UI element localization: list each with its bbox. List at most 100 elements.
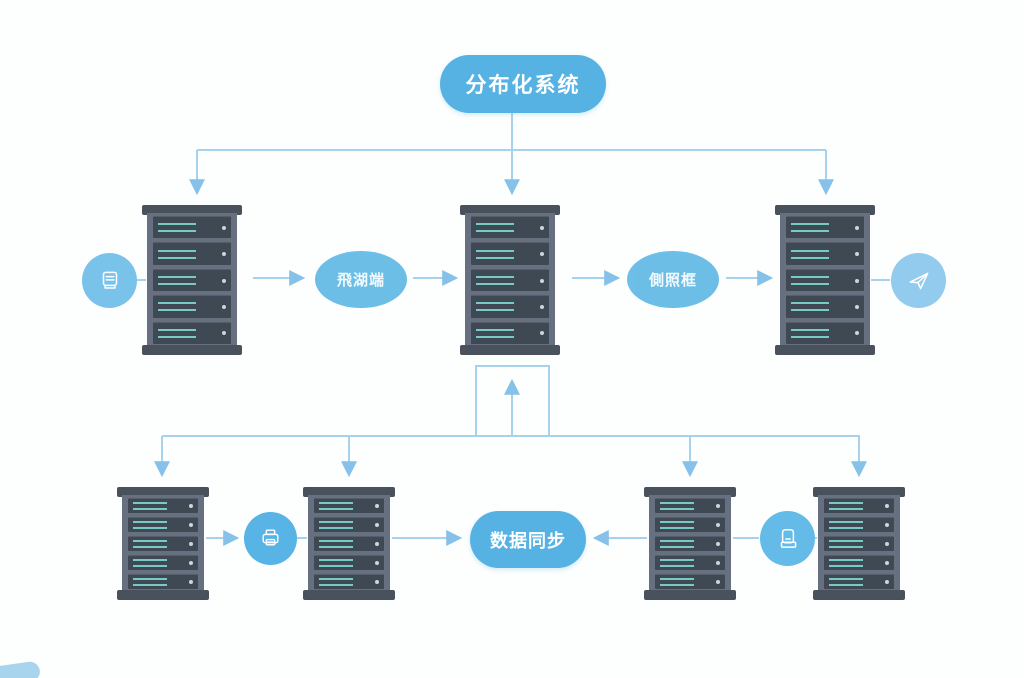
slot-readout-lines [660,578,694,586]
slot-readout-lines [791,302,830,312]
slot-readout-lines [319,502,353,510]
slot-led-indicator [540,225,544,230]
slot-readout-lines [319,540,353,548]
server-slot [824,555,894,570]
edge-bracket [475,365,550,436]
slot-led-indicator [540,278,544,283]
server-slot [314,536,384,551]
server-rack-b3 [644,487,736,600]
slot-led-indicator [716,580,720,584]
slot-led-indicator [222,304,226,309]
slot-readout-lines [158,302,197,312]
server-slot [655,555,725,570]
slot-led-indicator [189,542,193,546]
slot-led-indicator [375,542,379,546]
slot-readout-lines [791,249,830,259]
slot-led-indicator [540,304,544,309]
server-rack-m1 [142,205,242,355]
server-slot [471,268,549,292]
printer-circle [244,512,297,565]
slot-led-indicator [716,542,720,546]
server-rack-m3 [775,205,875,355]
server-slot [786,216,864,239]
slot-led-indicator [855,304,859,309]
sync-node: 数据同步 [470,511,586,568]
slot-led-indicator [885,504,889,508]
rack-cap [775,205,875,215]
server-rack-b4 [813,487,905,600]
slot-led-indicator [222,331,226,336]
slot-readout-lines [660,540,694,548]
server-slot [655,498,725,513]
sync-node-label: 数据同步 [490,530,566,551]
slot-led-indicator [540,331,544,336]
rack-cap [460,205,560,215]
server-slot [128,536,198,551]
rack-cap [117,487,209,497]
rack-cap [303,487,395,497]
server-rack-b2 [303,487,395,600]
slot-readout-lines [133,559,167,567]
server-slot [471,216,549,239]
server-slot [471,242,549,265]
slot-led-indicator [855,252,859,257]
rack-body [649,495,731,592]
slot-readout-lines [319,578,353,586]
server-slot [153,268,231,292]
slot-readout-lines [133,578,167,586]
slot-led-indicator [222,252,226,257]
slot-readout-lines [660,521,694,529]
slot-led-indicator [222,225,226,230]
slot-readout-lines [791,223,830,233]
rack-cap [117,590,209,600]
slot-led-indicator [885,561,889,565]
slot-readout-lines [660,559,694,567]
rack-body [465,213,555,347]
server-slot [786,242,864,265]
slot-readout-lines [829,521,863,529]
server-slot [655,574,725,589]
slot-led-indicator [855,225,859,230]
slot-led-indicator [189,523,193,527]
server-slot [314,517,384,532]
slot-readout-lines [660,502,694,510]
slot-readout-lines [158,328,197,338]
slot-led-indicator [375,580,379,584]
slot-readout-lines [791,276,830,286]
rack-cap [644,487,736,497]
slot-led-indicator [885,523,889,527]
server-slot [153,321,231,345]
slot-readout-lines [158,249,197,259]
slot-readout-lines [829,559,863,567]
rack-body [147,213,237,347]
rack-cap [142,345,242,355]
server-slot [786,321,864,345]
corner-decoration [0,660,42,678]
slot-readout-lines [158,276,197,286]
plane-circle [891,253,946,308]
rack-body [780,213,870,347]
slot-readout-lines [476,276,515,286]
slot-led-indicator [885,580,889,584]
rack-cap [142,205,242,215]
slot-led-indicator [375,504,379,508]
slot-led-indicator [716,504,720,508]
server-slot [786,268,864,292]
slot-readout-lines [133,540,167,548]
slot-led-indicator [540,252,544,257]
slot-led-indicator [189,504,193,508]
slot-readout-lines [476,328,515,338]
storage-device-icon [102,271,117,289]
server-slot [824,536,894,551]
slot-led-indicator [885,542,889,546]
slot-readout-lines [133,521,167,529]
slot-readout-lines [133,502,167,510]
slot-led-indicator [375,523,379,527]
printer-icon [262,529,279,546]
root-node: 分布化系统 [440,55,606,113]
slot-led-indicator [716,523,720,527]
server-slot [128,498,198,513]
slot-readout-lines [476,249,515,259]
slot-led-indicator [222,278,226,283]
